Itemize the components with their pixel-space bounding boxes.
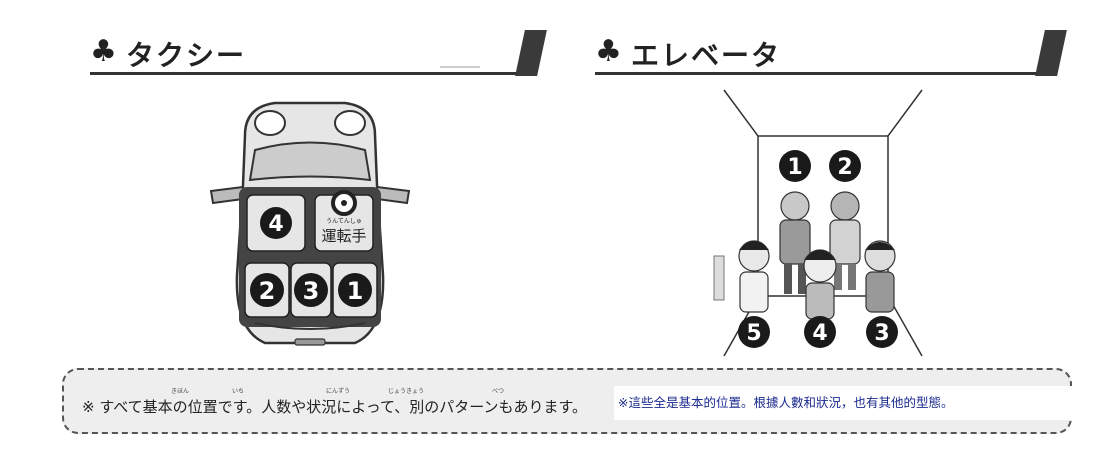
person-back-left — [779, 191, 811, 294]
person-back-right — [829, 191, 861, 290]
rear-bumper — [294, 338, 326, 346]
club-icon: ♣ — [90, 34, 117, 69]
position-number: 3 — [874, 321, 889, 346]
note-japanese-text: ※ すべて基本の位置です。人数や状況によって、別のパターンもあります。 — [82, 398, 587, 416]
taxi-section-title: タクシー — [126, 39, 247, 72]
ruby-ninzuu: にんずう — [326, 388, 351, 395]
header-underline — [90, 72, 520, 75]
position-number: 4 — [812, 321, 827, 346]
elevator-illustration: 1 2 5 4 3 — [713, 89, 923, 357]
driver-label: 運転手 — [321, 227, 366, 245]
person-front-center — [803, 249, 837, 320]
headlight-left — [254, 110, 286, 136]
elevator-control-panel — [713, 255, 725, 301]
mirror-right — [376, 185, 411, 205]
taxi-section-header: ♣ タクシー — [90, 30, 547, 80]
note-chinese-text: ※這些全是基本的位置。根據人數和狀況，也有其他的型態。 — [614, 386, 1072, 420]
driver-ruby: うんてんしゅ — [326, 218, 362, 225]
seat-number: 4 — [268, 212, 283, 237]
seat-number: 3 — [303, 277, 320, 305]
headlight-right — [334, 110, 366, 136]
ruby-ichi: いち — [232, 388, 245, 395]
ruby-kihon: きほん — [171, 388, 190, 395]
seat-number: 1 — [347, 277, 364, 305]
faint-mark — [440, 66, 480, 68]
club-icon: ♣ — [595, 34, 622, 69]
ruby-betsu: べつ — [492, 388, 505, 395]
header-slash-decoration — [515, 30, 547, 76]
seat-number: 2 — [259, 277, 276, 305]
position-number: 5 — [746, 321, 761, 346]
position-number: 1 — [787, 155, 802, 180]
header-underline — [595, 72, 1040, 75]
windshield — [248, 141, 372, 182]
taxi-top-view-illustration: 4 うんてんしゅ 運転手 2 3 1 — [209, 101, 411, 346]
person-front-right — [864, 240, 896, 313]
elevator-section-header: ♣ エレベータ — [595, 30, 1067, 80]
note-box: きほん いち にんずう じょうきょう べつ ※ すべて基本の位置です。人数や状況… — [62, 368, 1072, 434]
ruby-joukyou: じょうきょう — [388, 388, 425, 395]
header-slash-decoration — [1035, 30, 1067, 76]
elevator-section-title: エレベータ — [631, 39, 782, 72]
position-number: 2 — [837, 155, 852, 180]
mirror-left — [209, 185, 244, 205]
person-front-left — [738, 240, 770, 313]
seat-number-badge — [260, 207, 292, 239]
